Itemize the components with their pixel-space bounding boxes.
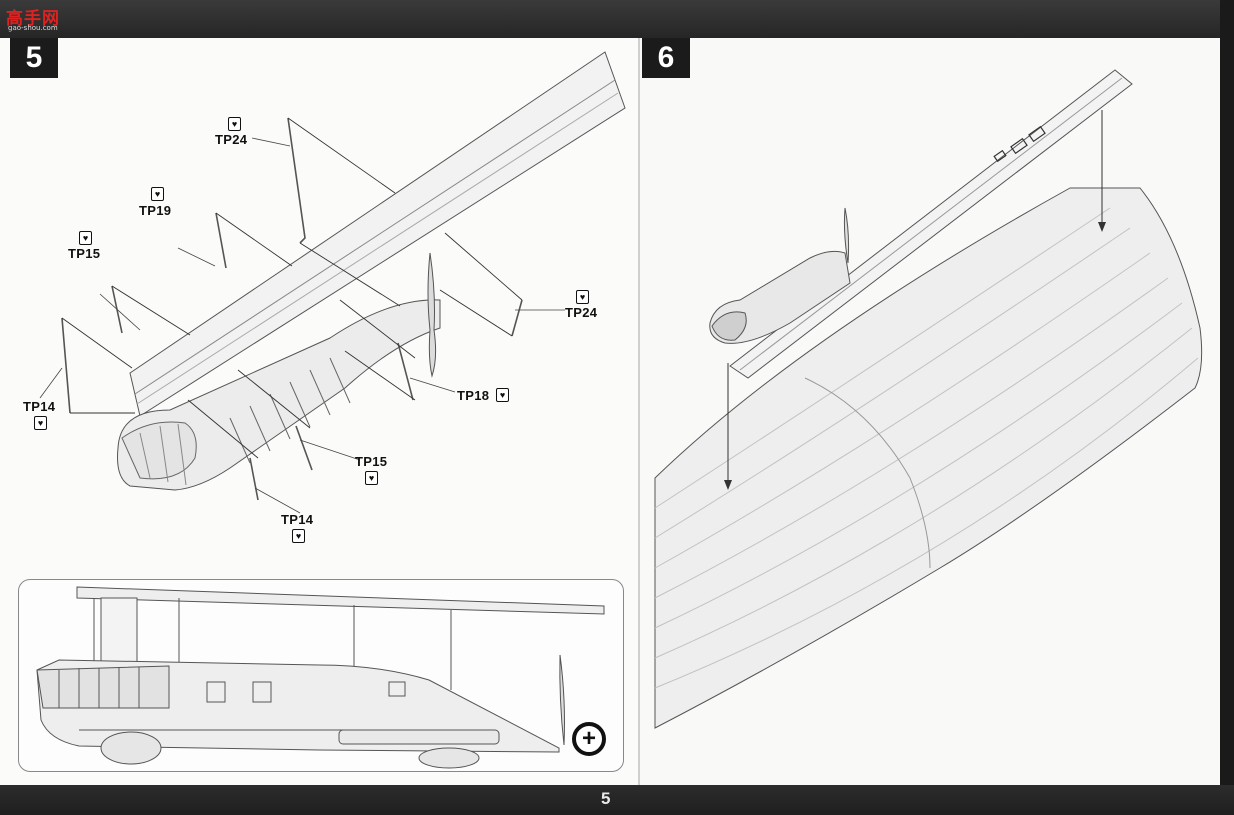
wing-marking <box>993 125 1046 163</box>
label-tp15-bottom: TP15 <box>355 454 388 469</box>
fragile-part-icon: ♥ <box>496 388 509 402</box>
binding-edge <box>1220 0 1234 815</box>
site-logo-text: 高手网 <box>6 9 60 28</box>
propeller <box>427 252 437 378</box>
label-tp15-left: TP15 <box>68 246 101 261</box>
side-view-drawing <box>36 586 605 769</box>
label-tp14-left: TP14 <box>23 399 56 414</box>
zoom-in-icon: + <box>572 722 606 756</box>
upper-wing <box>129 51 626 417</box>
fragile-part-icon: ♥ <box>292 529 305 543</box>
bottom-dark-band <box>0 785 1234 815</box>
instruction-page-left: 5 <box>0 38 640 785</box>
fuselage-nacelle <box>117 299 441 491</box>
label-tp19: TP19 <box>139 203 172 218</box>
page-number: 5 <box>601 789 611 808</box>
label-tp24-right: TP24 <box>565 305 598 320</box>
propeller <box>843 207 850 264</box>
site-logo: 高手网 gao-shou.com <box>6 4 70 36</box>
site-logo-url: gao-shou.com <box>8 24 58 32</box>
fragile-part-icon: ♥ <box>365 471 378 485</box>
fragile-part-icon: ♥ <box>34 416 47 430</box>
fragile-part-icon: ♥ <box>228 117 241 131</box>
step-5-assembly-drawing <box>39 51 626 514</box>
upper-fuselage <box>654 187 1203 729</box>
step-5-number: 5 <box>10 38 58 78</box>
fragile-part-icon: ♥ <box>576 290 589 304</box>
label-tp14-bottom: TP14 <box>281 512 314 527</box>
fragile-part-icon: ♥ <box>79 231 92 245</box>
top-dark-band <box>0 0 1234 38</box>
label-tp18: TP18 <box>457 388 490 403</box>
fragile-part-icon: ♥ <box>151 187 164 201</box>
instruction-page-right: 6 <box>640 38 1222 785</box>
label-tp24-top: TP24 <box>215 132 248 147</box>
step-6-number: 6 <box>642 38 690 78</box>
step-6-assembly-drawing <box>654 69 1203 729</box>
side-detail-view: + <box>18 579 624 772</box>
